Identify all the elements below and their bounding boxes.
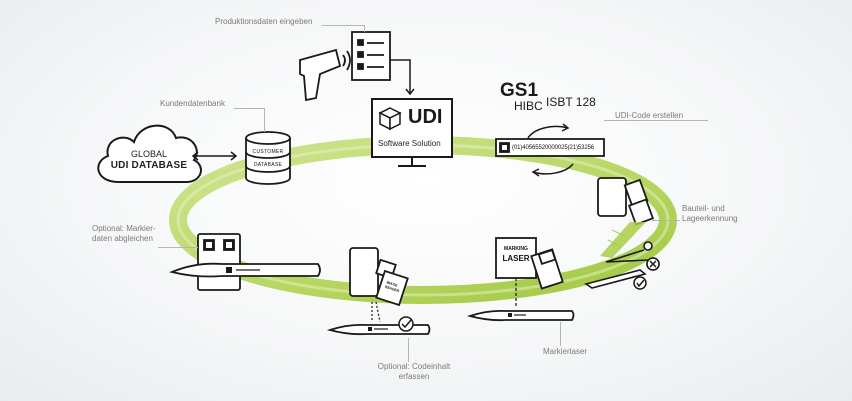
isbt-label: ISBT 128: [546, 95, 596, 109]
cycle-arrows-icon: [527, 123, 574, 177]
scalpel-left-icon: [169, 262, 321, 278]
hibc-label: HIBC: [514, 99, 543, 113]
reject-icon: [646, 257, 660, 271]
laser-line2: LASER: [502, 254, 530, 263]
label-udi-code: UDI-Code erstellen: [615, 111, 684, 120]
database-icon: [245, 131, 291, 185]
check-icon-right: [633, 276, 647, 290]
robot-camera-icon: [597, 177, 655, 226]
label-marking-laser: Markierlaser: [543, 347, 588, 356]
label-customer-db: Kundendatenbank: [160, 99, 225, 108]
check-icon-middle: [398, 316, 414, 332]
barcode-scanner-icon: [299, 48, 351, 102]
verification-device-icon: [197, 233, 241, 291]
monitor-title: UDI: [408, 106, 443, 128]
database-line2: DATABASE: [253, 162, 283, 168]
cloud-icon: [97, 124, 202, 183]
scalpel-middle-icon: [326, 323, 431, 336]
leader-optional-compare: [158, 247, 198, 248]
monitor-icon: [371, 98, 453, 167]
scalpel-bottom-icon: [466, 309, 575, 322]
double-arrow-icon: [191, 151, 238, 161]
leader-customer-db: [234, 108, 264, 109]
leader-component: [652, 220, 680, 221]
laser-line1: MARKING: [504, 246, 528, 252]
label-production: Produktionsdaten eingeben: [215, 17, 313, 26]
leader-optional-capture: [408, 338, 409, 362]
cloud-line2: UDI DATABASE: [110, 160, 188, 171]
leader-udi-code: [604, 120, 708, 121]
cube-icon: [378, 107, 402, 131]
monitor-subtitle: Software Solution: [378, 139, 441, 148]
leader-production: [322, 25, 364, 26]
database-line1: CUSTOMER: [252, 149, 284, 155]
camera-beam-icon: [371, 301, 381, 323]
label-optional-compare: Optional: Markier-daten abgleichen: [92, 224, 156, 243]
label-optional-capture: Optional: Codeinhalt erfassen: [377, 362, 451, 381]
label-component: Bauteil- und Lageerkennung: [682, 204, 738, 223]
gs1-label: GS1: [500, 80, 539, 101]
cloud-text: GLOBAL UDI DATABASE: [104, 149, 194, 171]
checklist-icon: [351, 31, 391, 81]
leader-customer-db-v: [264, 108, 265, 132]
cloud-line1: GLOBAL: [130, 149, 168, 159]
image-reader-icon: [349, 247, 409, 307]
scan-beam-icon: [600, 222, 646, 258]
leader-marking-laser: [560, 322, 561, 346]
udi-code-text: (01)40565520000025(21)53256: [512, 145, 595, 151]
leader-production-v: [364, 25, 365, 32]
arrow-down-icon: [390, 59, 415, 96]
udi-code-label: [495, 138, 605, 157]
